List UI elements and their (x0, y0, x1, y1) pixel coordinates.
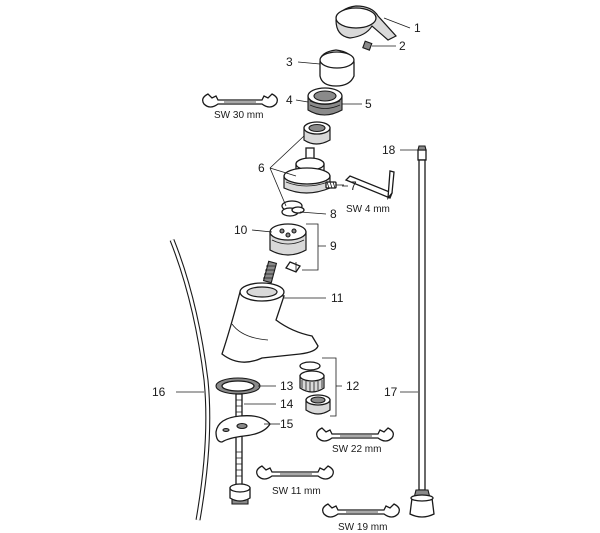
wrench-label-sw19: SW 19 mm (338, 522, 387, 533)
part-label-4: 4 (286, 93, 293, 107)
faucet-body (221, 282, 319, 363)
part-label-14: 14 (280, 397, 294, 411)
wrench-sw22-icon (316, 427, 394, 442)
aerator-housing (305, 394, 331, 415)
cartridge-sleeve (303, 121, 331, 145)
o-rings (281, 200, 305, 217)
part-labels: 1 2 3 4 5 6 7 8 9 10 11 12 13 14 15 16 1… (152, 21, 421, 431)
lever-handle (335, 5, 397, 41)
wrench-labels: SW 30 mm SW 4 mm SW 22 mm SW 11 mm SW 19… (214, 110, 390, 533)
part-label-18: 18 (382, 143, 396, 157)
wrench-sw19-icon (322, 503, 400, 518)
cartridge-screw (325, 181, 344, 189)
wrench-label-sw22: SW 22 mm (332, 444, 381, 455)
part-label-13: 13 (280, 379, 294, 393)
part-label-7: 7 (350, 179, 357, 193)
part-label-2: 2 (399, 39, 406, 53)
part-label-1: 1 (414, 21, 421, 35)
leader-lines (176, 17, 418, 425)
part-label-10: 10 (234, 223, 248, 237)
handle-screw (362, 40, 373, 51)
base-gasket (215, 377, 261, 395)
wrench-label-sw4: SW 4 mm (346, 204, 390, 215)
aerator-insert (299, 370, 325, 393)
aerator-gasket (299, 361, 321, 371)
allen-key (344, 170, 395, 201)
part-label-15: 15 (280, 417, 294, 431)
cap-ring (319, 49, 355, 87)
mounting-bracket (215, 415, 271, 443)
part-label-16: 16 (152, 385, 166, 399)
flex-hose-right (409, 145, 435, 518)
wrench-sw11-icon (256, 465, 334, 480)
wrench-label-sw11: SW 11 mm (272, 486, 321, 497)
threaded-nut (307, 87, 343, 116)
part-label-3: 3 (286, 55, 293, 69)
part-label-12: 12 (346, 379, 360, 393)
part-label-11: 11 (331, 291, 344, 305)
part-label-8: 8 (330, 207, 337, 221)
wrench-sw30-icon (202, 93, 278, 108)
threaded-spindle (262, 260, 278, 284)
part-label-17: 17 (384, 385, 398, 399)
part-label-6: 6 (258, 161, 265, 175)
wrench-label-sw30: SW 30 mm (214, 110, 263, 121)
part-label-9: 9 (330, 239, 337, 253)
lock-nut (229, 483, 251, 505)
threaded-rod (235, 393, 243, 487)
valve-pin (285, 261, 301, 273)
flex-hose-left (169, 239, 211, 521)
diverter-body (269, 223, 307, 256)
cartridge (283, 147, 331, 194)
part-label-5: 5 (365, 97, 372, 111)
